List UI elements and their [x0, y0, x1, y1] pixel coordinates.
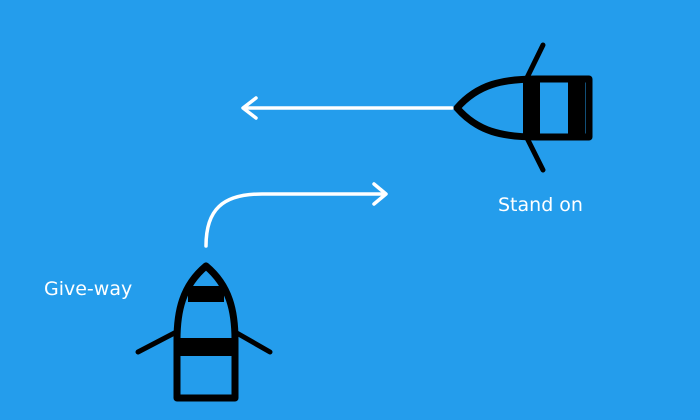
- curved-arrow-right-icon: [204, 182, 388, 248]
- rowboat-icon: [453, 42, 593, 173]
- arrow-left-icon: [241, 96, 454, 120]
- give-way-label: Give-way: [44, 278, 133, 300]
- stand-on-label: Stand on: [498, 194, 583, 216]
- rowboat-icon: [135, 262, 273, 402]
